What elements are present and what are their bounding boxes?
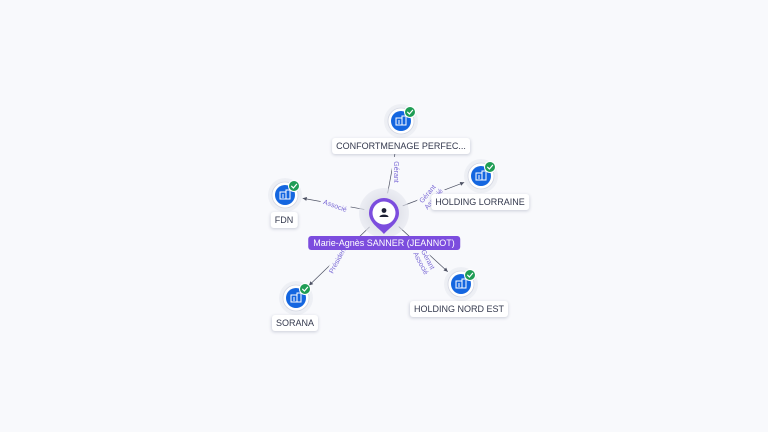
company-label-fdn[interactable]: FDN: [270, 212, 298, 228]
company-node-holding-lorraine[interactable]: [464, 159, 498, 193]
verified-check-icon: [404, 106, 416, 118]
company-node-sorana[interactable]: [279, 281, 313, 315]
building-icon: [290, 292, 302, 303]
person-name-label[interactable]: Marie-Agnès SANNER (JEANNOT): [308, 236, 460, 250]
building-icon: [475, 170, 487, 181]
company-node-fdn[interactable]: [268, 178, 302, 212]
company-node-holding-nord-est[interactable]: [444, 267, 478, 301]
user-icon: [379, 208, 389, 217]
person-node[interactable]: [359, 188, 409, 238]
edge-arrow: [308, 281, 314, 286]
company-label-confortmenage[interactable]: CONFORTMENAGE PERFEC...: [332, 138, 470, 154]
verified-check-icon: [299, 283, 311, 295]
company-label-sorana[interactable]: SORANA: [271, 315, 319, 331]
verified-check-icon: [464, 269, 476, 281]
company-node-confortmenage[interactable]: [384, 104, 418, 138]
verified-check-icon: [484, 161, 496, 173]
building-icon: [395, 115, 407, 126]
building-icon: [455, 278, 467, 289]
company-label-holding-lorraine[interactable]: HOLDING LORRAINE: [431, 194, 529, 210]
company-label-holding-nord-est[interactable]: HOLDING NORD EST: [409, 301, 509, 317]
verified-check-icon: [288, 180, 300, 192]
edge-relation-label: Gérant: [392, 161, 399, 182]
building-icon: [279, 189, 291, 200]
edge-arrow: [302, 196, 308, 201]
edge-arrow: [459, 181, 465, 186]
edge-arrow: [443, 267, 448, 272]
